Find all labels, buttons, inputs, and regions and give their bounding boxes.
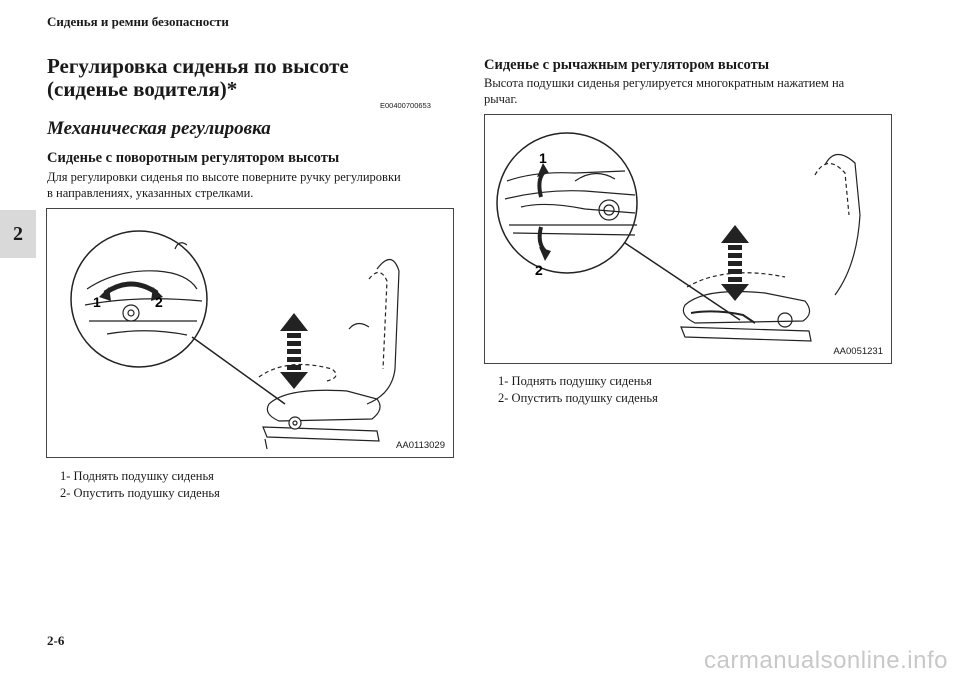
height-lever: [690, 310, 756, 324]
rotary-text-line1: Для регулировки сиденья по высоте поверн…: [47, 170, 401, 184]
rotary-text-line2: в направлениях, указанных стрелками.: [47, 186, 254, 200]
fig1-label-2: 2: [155, 294, 163, 310]
down-curve-arrow: [537, 226, 547, 253]
lever-text-line2: рычаг.: [484, 92, 518, 106]
rotary-heading: Сиденье с поворотным регулятором высоты: [47, 150, 340, 166]
rotary-seat-illustration: 1 2: [70, 230, 400, 450]
section-title: Регулировка сиденья по высоте (сиденье в…: [47, 55, 447, 101]
rotary-legend: 1- Поднять подушку сиденья 2- Опустить п…: [60, 468, 220, 502]
seat-cushion: [682, 290, 811, 324]
figure-code: AA0051231: [833, 346, 883, 357]
section-title-line1: Регулировка сиденья по высоте: [47, 54, 349, 78]
inset-pointer: [624, 242, 741, 321]
fig2-label-2: 2: [535, 262, 543, 278]
page-number: 2-6: [47, 633, 65, 648]
figure-rotary-seat: 1 2 AA0113029: [46, 208, 454, 458]
inset-circle: [496, 132, 638, 274]
figure-lever-seat: 1 2 AA0051231: [484, 114, 892, 364]
inset-circle: [70, 230, 208, 368]
seat-back: [824, 153, 861, 296]
lever-heading: Сиденье с рычажным регулятором высоты: [484, 57, 770, 73]
legend-item-1: 1- Поднять подушку сиденья: [498, 374, 652, 388]
chapter-number: 2: [13, 222, 23, 245]
inset-knob: [122, 304, 140, 322]
rotary-text: Для регулировки сиденья по высоте поверн…: [47, 169, 401, 201]
seat-knob: [288, 416, 302, 430]
seat-back: [366, 258, 400, 405]
height-arrow: [721, 225, 749, 301]
figure-code: AA0113029: [396, 440, 445, 451]
lever-text-line1: Высота подушки сиденья регулируется мног…: [484, 76, 845, 90]
rotation-arrow: [103, 281, 159, 296]
subtitle: Механическая регулировка: [47, 118, 271, 139]
legend-item-2: 2- Опустить подушку сиденья: [498, 391, 658, 405]
section-title-line2: (сиденье водителя)*: [47, 77, 238, 101]
fig2-label-1: 1: [539, 150, 547, 166]
fig1-label-1: 1: [93, 294, 101, 310]
watermark: carmanualsonline.info: [704, 647, 948, 674]
running-head: Сиденья и ремни безопасности: [47, 14, 229, 29]
up-curve-arrow: [537, 171, 545, 198]
legend-item-2: 2- Опустить подушку сиденья: [60, 486, 220, 500]
lever-legend: 1- Поднять подушку сиденья 2- Опустить п…: [498, 373, 658, 407]
legend-item-1: 1- Поднять подушку сиденья: [60, 469, 214, 483]
lever-seat-illustration: 1 2: [496, 132, 861, 342]
chapter-tab: 2: [0, 210, 36, 258]
seat-cushion: [266, 389, 381, 422]
height-arrow: [280, 313, 308, 389]
lever-text: Высота подушки сиденья регулируется мног…: [484, 75, 844, 107]
reference-code: E00400700653: [380, 101, 431, 110]
inset-pointer: [191, 336, 286, 405]
